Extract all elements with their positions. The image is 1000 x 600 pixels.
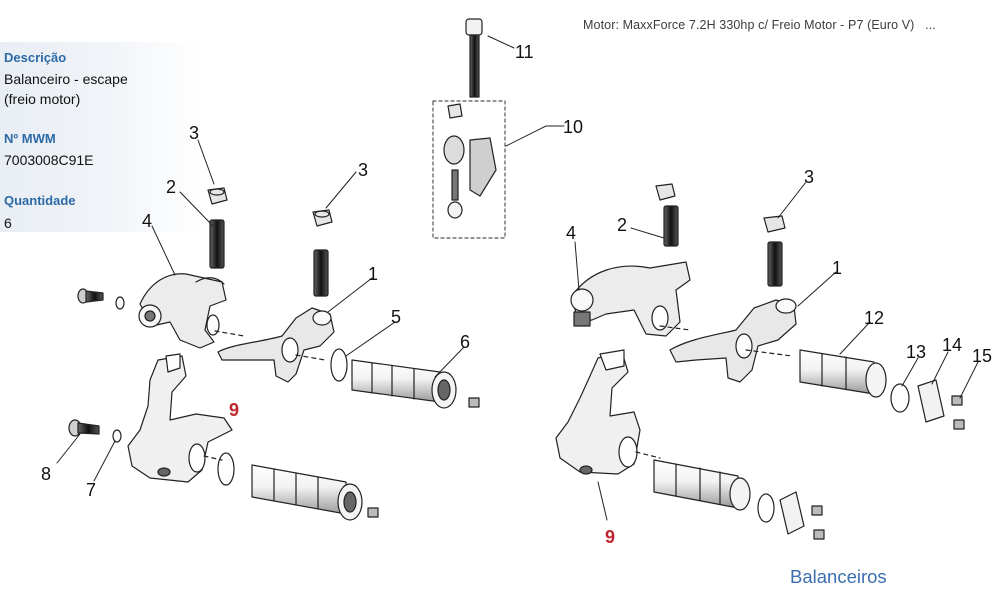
shaft-lower-left [217, 452, 379, 521]
callout-left-3a: 3 [189, 123, 199, 143]
callout-left-8: 8 [41, 464, 51, 484]
quantidade-label: Quantidade [4, 193, 76, 208]
shaft-lower-right [653, 459, 825, 540]
callout-left-9: 9 [229, 400, 239, 420]
callout-left-4: 4 [142, 211, 152, 231]
rocker-arm-1-right [669, 298, 797, 383]
callout-right-15: 15 [972, 346, 992, 366]
exhaust-rocker-9-left [127, 353, 233, 483]
rocker-arm-1-left [217, 307, 335, 383]
callout-right-4: 4 [566, 223, 576, 243]
part-info-panel [0, 42, 200, 232]
adjust-stud-2-left [207, 187, 228, 269]
callout-left-7: 7 [86, 480, 96, 500]
shaft-6-top-left [330, 348, 480, 409]
more-indicator[interactable]: ... [925, 18, 936, 32]
shaft-12-right [799, 349, 965, 430]
adjust-stud-1-left [312, 209, 333, 297]
callout-left-1: 1 [368, 264, 378, 284]
bolt-left-lower [68, 419, 122, 443]
callout-right-13: 13 [906, 342, 926, 362]
callout-right-1: 1 [832, 258, 842, 278]
descricao-label: Descrição [4, 50, 67, 65]
descricao-line2: (freio motor) [4, 91, 81, 107]
callout-left-3b: 3 [358, 160, 368, 180]
callout-left-5: 5 [391, 307, 401, 327]
exhaust-rocker-9-right [555, 349, 641, 475]
callout-center-10: 10 [563, 117, 583, 137]
rocker-arm-4-left [138, 273, 227, 349]
bolt-left-upper [77, 288, 125, 310]
callout-right-3: 3 [804, 167, 814, 187]
descricao-line1: Balanceiro - escape [4, 71, 128, 87]
section-caption: Balanceiros [790, 566, 887, 587]
callout-center-11: 11 [515, 42, 534, 62]
adjust-stud-1-right [763, 215, 786, 287]
motor-title: Motor: MaxxForce 7.2H 330hp c/ Freio Mot… [583, 18, 936, 32]
mwm-value: 7003008C91E [4, 152, 94, 168]
bolt-11 [465, 18, 483, 98]
callout-right-2: 2 [617, 215, 627, 235]
callout-left-6: 6 [460, 332, 470, 352]
callout-right-12: 12 [864, 308, 884, 328]
rocker-arm-4-right [570, 261, 691, 337]
mwm-label: Nº MWM [4, 131, 56, 146]
brake-assembly-10 [432, 100, 506, 239]
leader-lines [56, 35, 979, 521]
callout-left-2: 2 [166, 177, 176, 197]
motor-title-text: Motor: MaxxForce 7.2H 330hp c/ Freio Mot… [583, 18, 915, 32]
callout-right-14: 14 [942, 335, 962, 355]
adjust-stud-2-right [655, 183, 679, 247]
callout-right-9: 9 [605, 527, 615, 547]
quantidade-value: 6 [4, 215, 12, 231]
